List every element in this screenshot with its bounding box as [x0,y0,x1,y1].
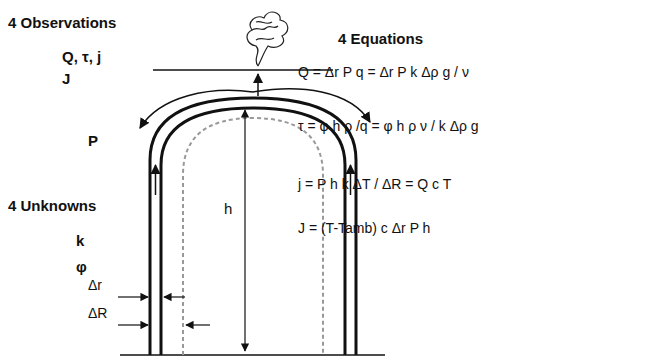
dimension-label: h [222,200,234,217]
source-region [183,118,323,355]
observation-list: Q, τ, j [62,48,101,65]
equation: j = P h k ΔT / ΔR = Q c T [298,176,451,192]
unknown-variable: φ [76,258,87,275]
equation: Q = Δr P q = Δr P k Δρ g / ν [298,64,469,80]
wall-thickness-dimension [164,296,185,297]
perimeter-arrow [140,90,253,128]
section-heading: 4 Unknowns [8,197,96,214]
observation-list: J [62,70,70,87]
equation: J = (T-Tamb) c Δr P h [298,220,430,236]
dimension-label: Δr [88,277,102,293]
gap-dimension [118,324,148,325]
dimension-label: ΔR [88,305,107,321]
unknown-variable: k [76,232,84,249]
flow-arrow [257,74,259,96]
smoke-plume [247,12,288,66]
wall-flow-arrow [155,165,157,195]
gap-dimension [186,324,210,325]
height-dimension [244,110,245,351]
equation: τ = φ h ρ /q = φ h ρ ν / k Δρ g [298,118,479,134]
perimeter-label: P [88,132,98,149]
perimeter-arrow [253,89,370,122]
wall-thickness-dimension [118,296,148,297]
section-heading: 4 Observations [8,14,116,31]
section-heading: 4 Equations [338,30,423,47]
